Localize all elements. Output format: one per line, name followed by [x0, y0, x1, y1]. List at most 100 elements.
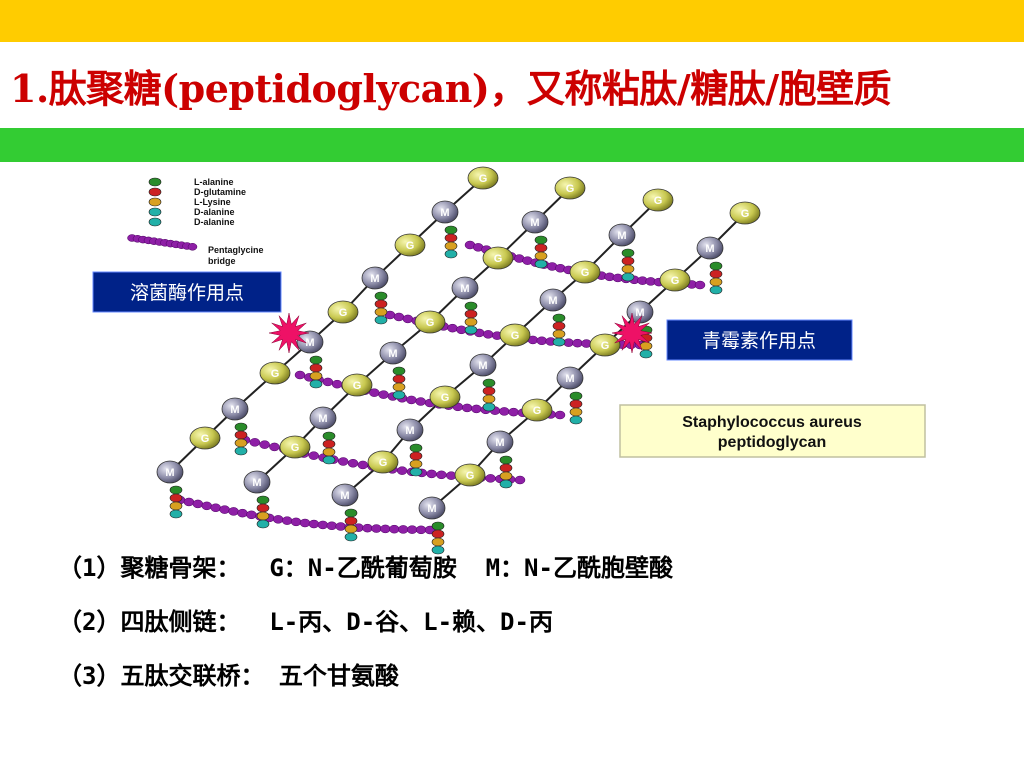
tetrapeptide-bead — [169, 485, 183, 495]
m-node-shape — [243, 470, 271, 494]
pentaglycine-bridge-bead — [272, 515, 284, 524]
glucosamine-node: G — [521, 398, 553, 422]
legend-bridge-label: bridge — [208, 256, 236, 266]
lysozyme-callout-label: 溶菌酶作用点 — [130, 282, 244, 304]
tetrapeptide-bead — [534, 243, 548, 253]
muramic-acid-node: M — [469, 353, 497, 377]
muramic-acid-node: M — [309, 406, 337, 430]
glucosamine-node: G — [454, 463, 486, 487]
tetrapeptide-bead — [534, 251, 548, 261]
g-node-shape — [659, 268, 691, 292]
g-node-label: G — [581, 267, 590, 279]
tetrapeptide-bead — [499, 479, 513, 489]
tetrapeptide-bead — [256, 495, 270, 505]
pentaglycine-bridge-bead — [357, 460, 369, 470]
tetrapeptide-bead — [234, 422, 248, 432]
g-node-label: G — [494, 253, 503, 265]
tetrapeptide-bead — [344, 532, 358, 542]
m-node-shape — [379, 341, 407, 365]
muramic-acid-node: M — [608, 223, 636, 247]
tetrapeptide-bead — [409, 451, 423, 461]
legend-item-label: D-alanine — [194, 207, 235, 217]
m-node-shape — [486, 430, 514, 454]
pentaglycine-bridge-bead — [362, 523, 373, 533]
m-node-shape — [418, 496, 446, 520]
m-node-label: M — [460, 283, 469, 295]
m-node-shape — [469, 353, 497, 377]
muramic-acid-node: M — [379, 341, 407, 365]
pentaglycine-bridge-bead — [259, 440, 270, 449]
pentaglycine-bridge-bead — [536, 336, 548, 346]
tetrapeptide-bead — [169, 493, 183, 503]
muramic-acid-node: M — [486, 430, 514, 454]
tetrapeptide-bead — [392, 366, 406, 376]
legend-bead — [148, 187, 162, 197]
tetrapeptide-bead — [344, 516, 358, 526]
pentaglycine-bridge-bead — [337, 457, 349, 466]
m-node-shape — [556, 366, 584, 390]
glucosamine-node: G — [327, 300, 359, 324]
m-node-label: M — [388, 348, 397, 360]
g-node-label: G — [671, 275, 680, 287]
pentaglycine-bridge-bead — [406, 525, 418, 534]
g-node-shape — [454, 463, 486, 487]
g-node-label: G — [271, 368, 280, 380]
pentaglycine-bridge-bead — [447, 323, 458, 333]
glucosamine-node: G — [279, 435, 311, 459]
pentaglycine-bridge-bead — [249, 438, 261, 447]
tetrapeptide-bead — [709, 261, 723, 271]
m-node-label: M — [440, 207, 449, 219]
m-node-label: M — [165, 467, 174, 479]
g-node-shape — [729, 201, 761, 225]
tetrapeptide-bead — [552, 313, 566, 323]
m-node-label: M — [230, 404, 239, 416]
pentaglycine-bridge-bead — [694, 280, 706, 290]
m-node-shape — [296, 330, 324, 354]
muramic-acid-node: M — [626, 300, 654, 324]
muramic-acid-node: M — [243, 470, 271, 494]
pentaglycine-bridge-bead — [485, 474, 496, 483]
tetrapeptide-bead — [431, 529, 445, 539]
pentaglycine-bridge-bead — [508, 407, 519, 417]
pentaglycine-bridge-bead — [415, 525, 427, 535]
tetrapeptide-bead — [482, 378, 496, 388]
m-node-label: M — [548, 295, 557, 307]
g-node-label: G — [466, 470, 475, 482]
glucosamine-node: G — [589, 333, 621, 357]
tetrapeptide-bead — [444, 249, 458, 259]
g-node-shape — [429, 385, 461, 409]
pentaglycine-bridge-bead — [246, 510, 257, 520]
tetrapeptide-bead — [444, 233, 458, 243]
tetrapeptide-bead — [409, 467, 423, 477]
pentaglycine-bridge-bead — [299, 518, 311, 528]
g-node-shape — [341, 373, 373, 397]
pentaglycine-bridge-bead — [294, 370, 306, 380]
tetrapeptide-bead — [234, 446, 248, 456]
glucosamine-node: G — [554, 176, 586, 200]
legend-bridge-bead — [187, 243, 198, 251]
glycan-backbone-line — [256, 187, 571, 483]
m-node-label: M — [530, 217, 539, 229]
g-node-label: G — [601, 340, 610, 352]
penicillin-callout-label: 青霉素作用点 — [702, 330, 816, 352]
glucosamine-node: G — [659, 268, 691, 292]
m-node-shape — [221, 397, 249, 421]
glycan-backbone-line — [431, 212, 746, 509]
legend-item-label: D-alanine — [194, 217, 235, 227]
glucosamine-node: G — [394, 233, 426, 257]
tetrapeptide-bead — [639, 341, 653, 351]
note-tetrapeptide: （2）四肽侧链： L-丙、D-谷、L-赖、D-丙 — [58, 608, 553, 636]
glucosamine-node: G — [569, 260, 601, 284]
tetrapeptide-bead — [534, 259, 548, 269]
glucosamine-node: G — [367, 450, 399, 474]
tetrapeptide-bead — [374, 299, 388, 309]
tetrapeptide-bead — [309, 355, 323, 365]
glucosamine-node: G — [414, 310, 446, 334]
pentaglycine-bridge-bead — [499, 407, 510, 416]
lysozyme-action-star-icon — [268, 312, 310, 354]
tetrapeptide-bead — [322, 447, 336, 457]
m-node-shape — [451, 276, 479, 300]
pentaglycine-bridge-bead — [406, 395, 417, 405]
m-node-shape — [431, 200, 459, 224]
legend-item-label: L-Lysine — [194, 197, 231, 207]
